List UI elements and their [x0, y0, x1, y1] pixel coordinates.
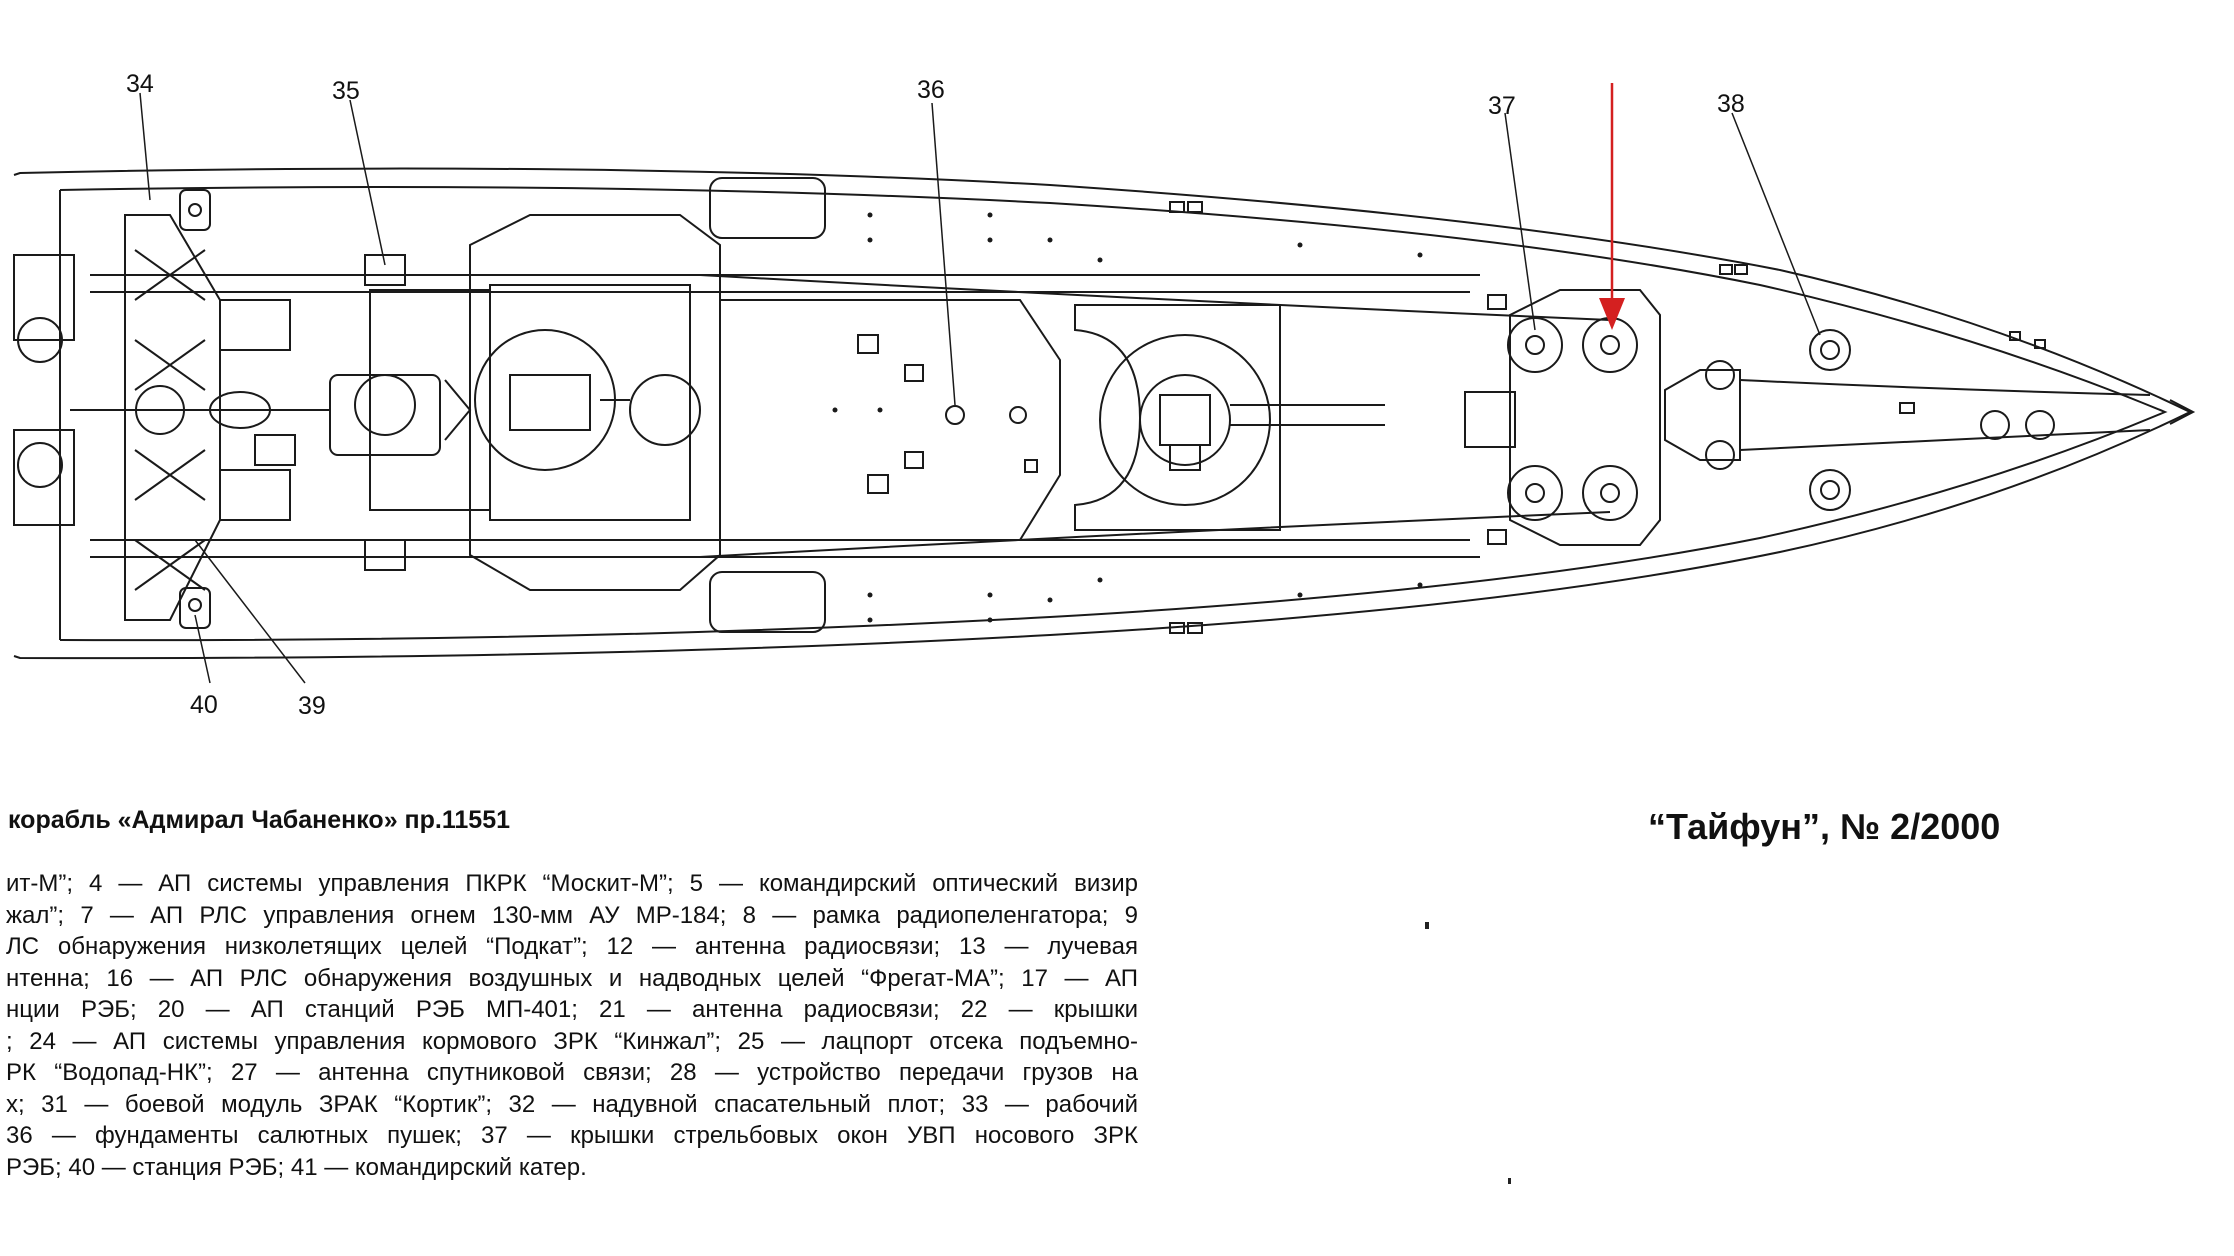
bow-tip [2169, 399, 2196, 425]
deck-dots [832, 212, 1423, 623]
vls-block [1509, 289, 1661, 546]
ship-deck-plan: 34 35 36 37 38 40 39 [13, 70, 2196, 720]
legend-line: 36 — фундаменты салютных пушек; 37 — кры… [6, 1122, 1138, 1149]
callout-34: 34 [126, 70, 154, 98]
legend-line: РК “Водопад-НК”; 27 — антенна спутниково… [6, 1059, 1138, 1086]
legend-line: ит-М”; 4 — АП системы управления ПКРК “М… [6, 870, 1138, 897]
superstructure [469, 214, 721, 591]
callout-39: 39 [298, 692, 326, 720]
hull-inner-line [59, 185, 2168, 642]
legend-line: нтенна; 16 — АП РЛС обнаружения воздушны… [6, 964, 1138, 992]
callout-37: 37 [1488, 92, 1516, 120]
central-deck [719, 299, 1061, 541]
figure-caption: корабль «Адмирал Чабаненко» пр.11551 [8, 806, 511, 834]
gun-turret-housing [1074, 304, 1281, 531]
callout-40: 40 [190, 691, 218, 719]
legend-line: жал”; 7 — АП РЛС управления огнем 130-мм… [6, 901, 1138, 929]
scan-speck [1508, 1178, 1511, 1184]
callout-36: 36 [917, 76, 945, 104]
scan-speck [1425, 922, 1429, 929]
callout-38: 38 [1717, 90, 1745, 118]
legend-line: РЭБ; 40 — станция РЭБ; 41 — командирский… [6, 1153, 587, 1181]
legend-line: ; 24 — АП системы управления кормового З… [6, 1027, 1138, 1055]
legend-line: нции РЭБ; 20 — АП станций РЭБ МП-401; 21… [6, 996, 1138, 1023]
hull-outline [13, 167, 2193, 660]
legend-line: х; 31 — боевой модуль ЗРАК “Кортик”; 32 … [6, 1090, 1138, 1118]
red-arrow [1599, 83, 1625, 330]
legend-line: ЛС обнаружения низколетящих целей “Подка… [6, 933, 1138, 960]
legend-list: ит-М”; 4 — АП системы управления ПКРК “М… [6, 868, 1138, 1183]
leader-lines [139, 92, 1821, 684]
callout-35: 35 [332, 77, 360, 105]
source-citation: “Тайфун”, № 2/2000 [1648, 806, 2001, 847]
bollards [1169, 201, 2046, 634]
